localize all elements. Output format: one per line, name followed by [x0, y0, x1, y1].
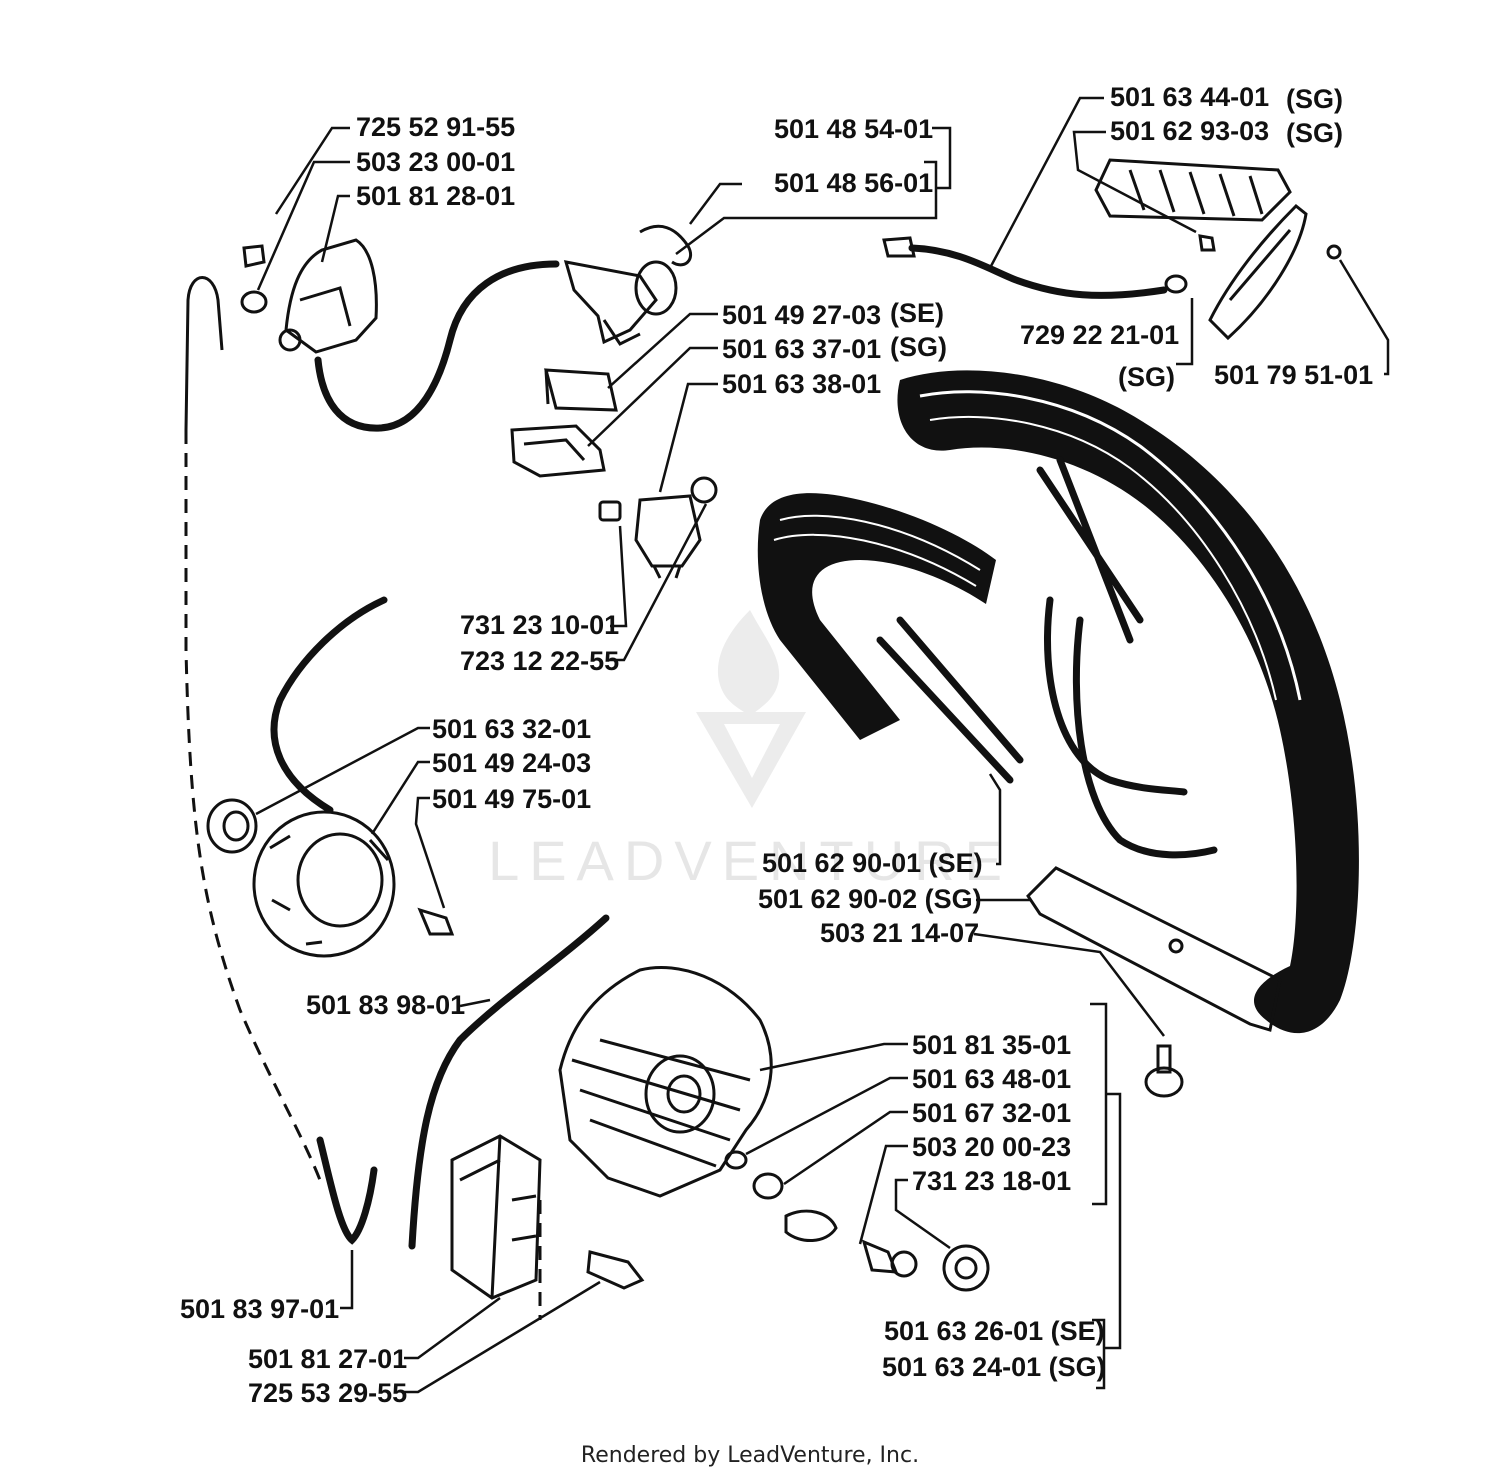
label-501-62-93-03: 501 62 93-03	[1110, 116, 1269, 146]
flywheel	[558, 965, 773, 1198]
ignition-lead-wire	[184, 276, 378, 1245]
handle-wire-b	[1072, 616, 1218, 859]
screw-503-21-14-07	[1144, 1044, 1184, 1098]
key-501-63-48-01	[724, 1150, 748, 1170]
ignition-module-cover	[278, 238, 378, 354]
ignition-cable	[314, 260, 560, 432]
label-731-23-18-01: 731 23 18-01	[912, 1166, 1071, 1196]
label-501-49-24-03: 501 49 24-03	[432, 748, 591, 778]
label-501-63-48-01: 501 63 48-01	[912, 1064, 1071, 1094]
label-501-63-24-01: 501 63 24-01 (SG)	[882, 1352, 1106, 1382]
label-503-23-00-01: 503 23 00-01	[356, 147, 515, 177]
cable-729-22-21-01	[882, 236, 1188, 299]
label-725-52-91-55: 725 52 91-55	[356, 112, 515, 142]
label-501-63-32-01: 501 63 32-01	[432, 714, 591, 744]
label-501-62-90-02: 501 62 90-02 (SG)	[758, 884, 982, 914]
watermark-v-icon	[696, 712, 806, 808]
label-501-63-37-01: 501 63 37-01	[722, 334, 881, 364]
front-handle-bow	[897, 370, 1359, 1034]
label-731-23-10-01: 731 23 10-01	[460, 610, 619, 640]
screw-501-62-93-03	[1198, 234, 1216, 252]
label-501-49-27-03: 501 49 27-03	[722, 300, 881, 330]
washer-right-top	[1326, 244, 1342, 260]
watermark-text: LEADVENTURE	[488, 829, 1012, 892]
label-501-49-75-01: 501 49 75-01	[432, 784, 591, 814]
cap-501-63-32-01	[206, 798, 258, 854]
ignition-module	[450, 1134, 542, 1300]
label-501-48-56-01: 501 48 56-01	[774, 168, 933, 198]
washer-501-67-32-01	[752, 1172, 784, 1200]
rear-handle-hose	[757, 493, 1024, 784]
label-501-48-54-01: 501 48 54-01	[774, 114, 933, 144]
label-501-79-51-01: 501 79 51-01	[1214, 360, 1373, 390]
switch-block	[510, 424, 606, 478]
label-503-20-00-23: 503 20 00-23	[912, 1132, 1071, 1162]
label-723-12-22-55: 723 12 22-55	[460, 646, 619, 676]
cable-501-83-98-01	[408, 914, 610, 1250]
label-501-63-38-01: 501 63 38-01	[722, 369, 881, 399]
spring-503-20-00-23	[784, 1209, 838, 1242]
screw-501-49-75-01	[417, 907, 455, 936]
heater-element-501-63-44-01	[1094, 158, 1292, 222]
spring-501-48-54-01	[639, 224, 693, 267]
handle-wire-a	[1044, 596, 1188, 796]
cover-501-79-51-01	[1208, 203, 1308, 341]
label-501-62-90-01: 501 62 90-01 (SE)	[762, 848, 983, 878]
nut-501-63-26-01	[942, 1244, 990, 1292]
watermark-flame-icon	[717, 610, 780, 716]
footer-credit: Rendered by LeadVenture, Inc.	[581, 1443, 919, 1468]
screw-731-23-18-01	[861, 1239, 918, 1278]
screw-725-53-29-55	[586, 1250, 645, 1290]
connector-501-63-38-01	[634, 494, 702, 579]
label-sg-a: (SG)	[1286, 84, 1343, 114]
label-sg-c: (SG)	[890, 332, 947, 362]
label-501-83-98-01: 501 83 98-01	[306, 990, 465, 1020]
watermark: LEADVENTURE	[488, 610, 1012, 892]
part-labels: 725 52 91-55 503 23 00-01 501 81 28-01 5…	[180, 82, 1373, 1408]
generator-wire	[270, 596, 388, 814]
label-501-81-27-01: 501 81 27-01	[248, 1344, 407, 1374]
label-501-83-97-01: 501 83 97-01	[180, 1294, 339, 1324]
screw-723-12-22-55	[690, 476, 718, 504]
screw-725-52-91-55	[242, 244, 266, 268]
label-729-22-21-01: 729 22 21-01	[1020, 320, 1179, 350]
nut-731-23-10-01	[598, 500, 622, 522]
label-503-21-14-07: 503 21 14-07	[820, 918, 979, 948]
label-501-63-44-01: 501 63 44-01	[1110, 82, 1269, 112]
label-sg-d: (SG)	[1118, 362, 1175, 392]
label-501-81-28-01: 501 81 28-01	[356, 181, 515, 211]
label-501-63-26-01: 501 63 26-01 (SE)	[884, 1316, 1105, 1346]
mounting-plate	[1026, 866, 1282, 1032]
label-501-67-32-01: 501 67 32-01	[912, 1098, 1071, 1128]
generator-stator	[252, 810, 396, 958]
label-501-81-35-01: 501 81 35-01	[912, 1030, 1071, 1060]
label-725-53-29-55: 725 53 29-55	[248, 1378, 407, 1408]
stop-switch-housing	[563, 260, 678, 346]
leader-lines	[255, 96, 1390, 1394]
label-sg-b: (SG)	[1286, 118, 1343, 148]
label-se-a: (SE)	[890, 298, 944, 328]
washer-503-23-00-01	[240, 290, 268, 314]
contact-plate	[544, 368, 618, 412]
